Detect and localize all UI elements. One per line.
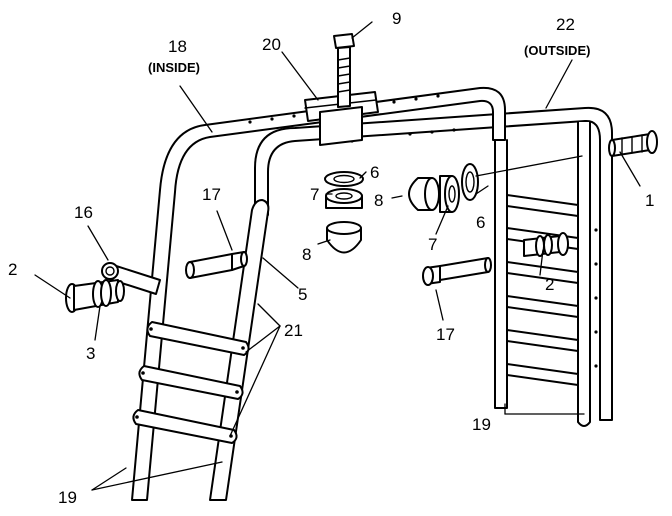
outside-frame-tube (254, 106, 613, 421)
label-part-18-note: (INSIDE) (148, 60, 200, 75)
right-leg-holes (594, 228, 598, 368)
label-part-2-left: 2 (8, 260, 17, 279)
center-nut (325, 188, 363, 209)
left-pin-assembly (65, 279, 125, 313)
label-part-6-left: 6 (370, 163, 379, 182)
right-cap-nut (408, 177, 440, 211)
label-part-22-note: (OUTSIDE) (524, 43, 590, 58)
label-part-17-left: 17 (202, 185, 221, 204)
label-part-18: 18 (168, 37, 187, 56)
label-part-22: 22 (556, 15, 575, 34)
callout-labels: 1 2 2 3 5 6 6 7 7 8 8 9 16 17 17 18 (INS… (8, 9, 654, 507)
right-pin (608, 130, 658, 157)
label-part-8-right: 8 (374, 191, 383, 210)
label-part-7-right: 7 (428, 235, 437, 254)
right-ladder-pin (523, 232, 569, 257)
label-part-19-left: 19 (58, 488, 77, 507)
label-part-9: 9 (392, 9, 401, 28)
right-nut (439, 175, 460, 213)
center-cap-nut (326, 221, 362, 254)
label-part-16: 16 (74, 203, 93, 222)
right-long-bolt (422, 257, 492, 286)
left-spacer-tube (101, 262, 161, 295)
label-part-6-right: 6 (476, 213, 485, 232)
label-part-7-left: 7 (310, 185, 319, 204)
outside-frame-front-leg (577, 121, 591, 427)
label-part-1: 1 (645, 191, 654, 210)
label-part-3: 3 (86, 344, 95, 363)
top-bolt (333, 33, 355, 108)
left-long-bolt (185, 251, 248, 279)
inside-frame-tube (131, 86, 506, 501)
label-part-17-right: 17 (436, 325, 455, 344)
label-part-20: 20 (262, 35, 281, 54)
label-part-8-left: 8 (302, 245, 311, 264)
inside-frame (131, 86, 506, 501)
label-part-2-right: 2 (545, 275, 554, 294)
label-part-21: 21 (284, 321, 303, 340)
outside-frame-rear-leg (494, 139, 508, 409)
right-washer (461, 163, 479, 201)
outside-frame (254, 106, 613, 427)
leader-lines (34, 21, 641, 491)
label-part-5: 5 (298, 285, 307, 304)
right-ladder-rungs (506, 194, 579, 386)
center-washer (324, 171, 364, 187)
label-part-19-right: 19 (472, 415, 491, 434)
left-ladder-rungs (132, 321, 250, 444)
